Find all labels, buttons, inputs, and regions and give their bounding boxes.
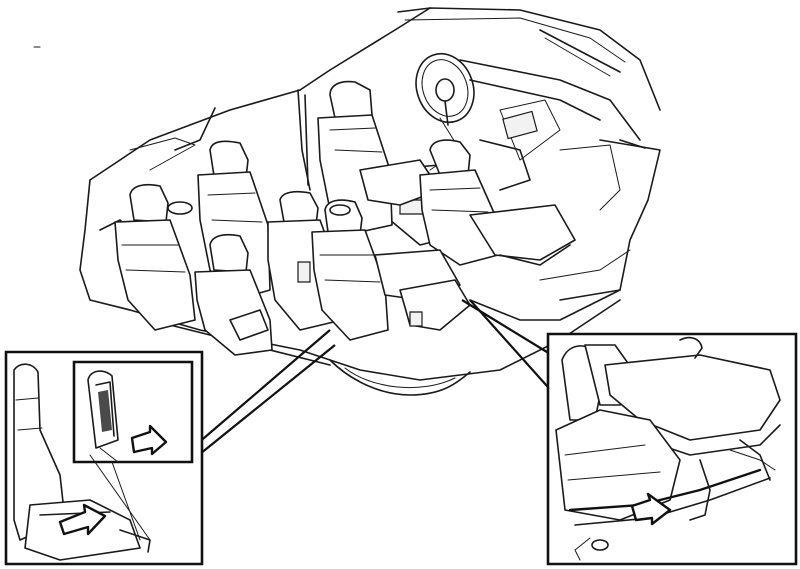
front-passenger-seat — [420, 140, 575, 265]
right-inset-panel — [548, 334, 796, 564]
arrow-icon — [60, 505, 105, 534]
leader-lines — [190, 300, 560, 458]
left-inset-panel — [6, 352, 202, 564]
arrow-icon — [132, 426, 166, 454]
arrow-icon — [632, 494, 670, 524]
third-row-seat — [115, 185, 310, 355]
